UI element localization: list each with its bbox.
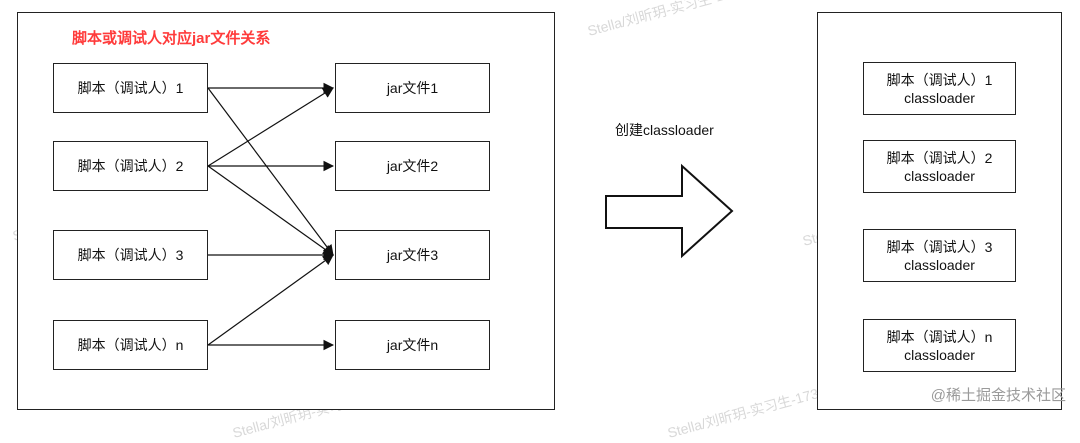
arrow-script2-jar1 — [207, 87, 334, 167]
loader-box-2-line2: classloader — [904, 167, 975, 184]
jar-box-1: jar文件1 — [335, 63, 490, 113]
script-box-1: 脚本（调试人）1 — [53, 63, 208, 113]
loader-box-3: 脚本（调试人）3 classloader — [863, 229, 1016, 282]
loader-box-1-line2: classloader — [904, 89, 975, 106]
block-arrow-shape — [605, 163, 734, 259]
script-box-n: 脚本（调试人）n — [53, 320, 208, 370]
loader-box-3-line2: classloader — [904, 256, 975, 273]
block-arrow-label: 创建classloader — [615, 122, 714, 138]
loader-box-n: 脚本（调试人）n classloader — [863, 319, 1016, 372]
loader-box-1: 脚本（调试人）1 classloader — [863, 62, 1016, 115]
script-box-3: 脚本（调试人）3 — [53, 230, 208, 280]
diagram-title: 脚本或调试人对应jar文件关系 — [72, 30, 271, 47]
jar-box-3: jar文件3 — [335, 230, 490, 280]
arrow-scriptn-jar3 — [207, 254, 334, 346]
jar-box-2: jar文件2 — [335, 141, 490, 191]
loader-box-2-line1: 脚本（调试人）2 — [886, 149, 993, 166]
script-box-2: 脚本（调试人）2 — [53, 141, 208, 191]
connector-layer — [207, 82, 734, 351]
brand-watermark: @稀土掘金技术社区 — [930, 387, 1066, 404]
loader-box-3-line1: 脚本（调试人）3 — [886, 238, 993, 255]
arrow-script1-jar3 — [207, 87, 334, 256]
loader-box-2: 脚本（调试人）2 classloader — [863, 140, 1016, 193]
loader-box-n-line1: 脚本（调试人）n — [886, 328, 993, 345]
jar-box-n: jar文件n — [335, 320, 490, 370]
loader-box-1-line1: 脚本（调试人）1 — [886, 71, 993, 88]
loader-box-n-line2: classloader — [904, 346, 975, 363]
arrow-script2-jar3 — [207, 165, 334, 256]
